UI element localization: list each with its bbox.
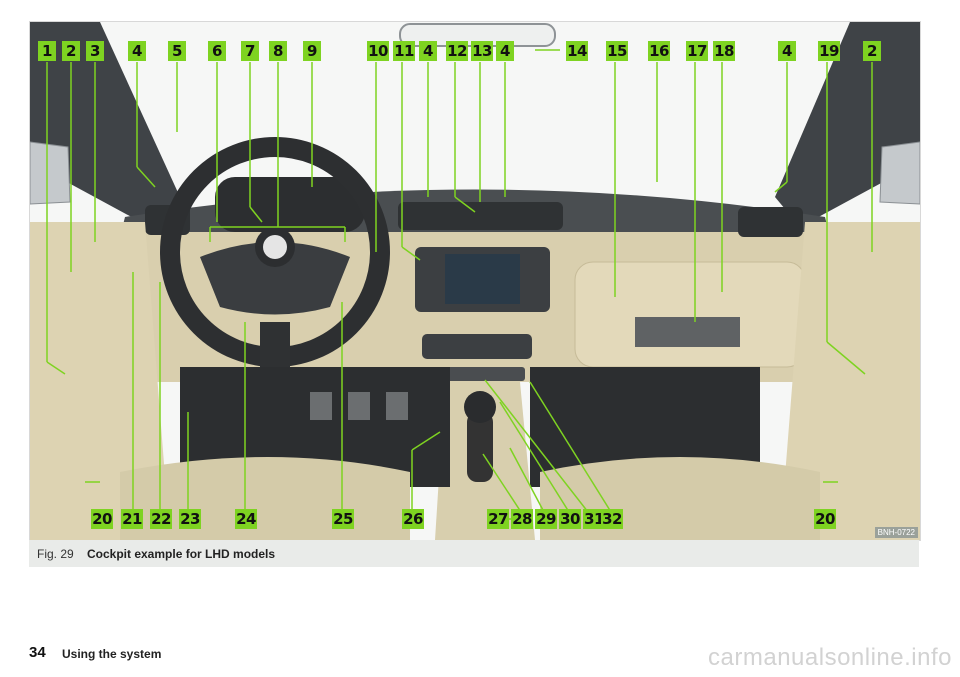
callout-4: 4	[778, 41, 796, 61]
callout-27: 27	[487, 509, 509, 529]
callout-2: 2	[863, 41, 881, 61]
callout-4: 4	[419, 41, 437, 61]
callout-12: 12	[446, 41, 468, 61]
callout-4: 4	[496, 41, 514, 61]
callout-19: 19	[818, 41, 840, 61]
caption-text: Cockpit example for LHD models	[87, 547, 276, 561]
callout-32: 32	[601, 509, 623, 529]
callout-2: 2	[62, 41, 80, 61]
callout-24: 24	[235, 509, 257, 529]
callout-21: 21	[121, 509, 143, 529]
callout-18: 18	[713, 41, 735, 61]
callout-31: 31	[583, 509, 605, 529]
callout-9: 9	[303, 41, 321, 61]
callout-7: 7	[241, 41, 259, 61]
callout-15: 15	[606, 41, 628, 61]
callout-22: 22	[150, 509, 172, 529]
callout-6: 6	[208, 41, 226, 61]
watermark: carmanualsonline.info	[708, 644, 952, 671]
callout-13: 13	[471, 41, 493, 61]
callout-5: 5	[168, 41, 186, 61]
page-number: 34	[29, 644, 46, 661]
callout-20: 20	[91, 509, 113, 529]
cockpit-illustration	[30, 22, 920, 540]
callout-26: 26	[402, 509, 424, 529]
callout-14: 14	[566, 41, 588, 61]
callout-20: 20	[814, 509, 836, 529]
callout-29: 29	[535, 509, 557, 529]
callout-25: 25	[332, 509, 354, 529]
callout-1: 1	[38, 41, 56, 61]
callout-3: 3	[86, 41, 104, 61]
caption-prefix: Fig. 29	[37, 547, 74, 561]
callout-4: 4	[128, 41, 146, 61]
callout-16: 16	[648, 41, 670, 61]
callout-17: 17	[686, 41, 708, 61]
image-code: BNH-0722	[874, 527, 918, 538]
callout-11: 11	[393, 41, 415, 61]
callout-30: 30	[559, 509, 581, 529]
callout-28: 28	[511, 509, 533, 529]
callout-23: 23	[179, 509, 201, 529]
callout-8: 8	[269, 41, 287, 61]
callout-10: 10	[367, 41, 389, 61]
section-title: Using the system	[62, 647, 162, 661]
figure-caption: Fig. 29 Cockpit example for LHD models	[29, 540, 919, 567]
